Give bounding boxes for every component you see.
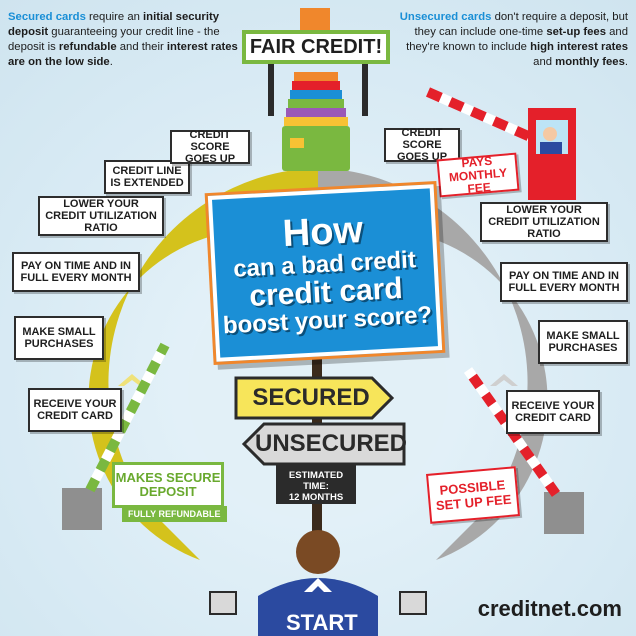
chevron-up-icon: [118, 374, 146, 386]
right-step-small-purchases: Make small purchases: [538, 320, 628, 364]
estimated-time-value: 12 months: [288, 492, 344, 503]
intro-text: and their: [116, 41, 167, 53]
unsecured-road: [318, 168, 548, 560]
intro-text: guaranteeing your credit line - the depo…: [8, 26, 220, 53]
secured-road: [88, 168, 318, 560]
right-step-lower-utilization: Lower your credit utilization ratio: [480, 202, 608, 242]
secured-direction-label: Secured: [252, 384, 370, 411]
intro-text: .: [109, 56, 113, 68]
secured-arrow-icon: [234, 376, 395, 420]
intro-text: .: [624, 56, 628, 68]
intro-text: don't require a deposit, but they can in…: [414, 11, 628, 38]
credit-card-stack-icon: [282, 8, 350, 171]
barrier-gate-top: [425, 87, 576, 200]
left-step-small-purchases: Make small purchases: [14, 316, 104, 360]
intro-bold: monthly fees: [555, 56, 625, 68]
person-icon: [209, 530, 427, 636]
intro-text: and they're known to include: [406, 26, 628, 53]
secured-intro: Secured cards require an initial securit…: [8, 10, 243, 70]
right-step-pay-on-time: Pay on time and in full every month: [500, 262, 628, 302]
barrier-gate-left: [62, 342, 170, 530]
intro-text: and: [533, 56, 556, 68]
unsecured-intro: Unsecured cards don't require a deposit,…: [393, 10, 628, 70]
left-step-lower-utilization: Lower your credit utilization ratio: [38, 196, 164, 236]
secured-cards-heading: Secured cards: [8, 11, 86, 23]
unsecured-arrow-icon: [241, 422, 406, 466]
right-step-receive-card: Receive your credit card: [506, 390, 600, 434]
fully-refundable-tag: Fully refundable: [122, 506, 227, 522]
estimated-time-label: Estimated time:: [288, 470, 344, 492]
fair-credit-sign: FAIR CREDIT!: [242, 30, 390, 64]
brand-logo: creditnet.com: [477, 596, 622, 621]
sign-post: [268, 60, 274, 116]
intro-bold: interest rates are on the low side: [8, 41, 238, 68]
right-step-score-goes-up: Credit score goes up: [384, 127, 460, 163]
intro-bold: set-up fees: [546, 26, 606, 38]
intro-bold: refundable: [58, 41, 117, 53]
left-step-score-goes-up: Credit score goes up: [170, 129, 250, 165]
left-step-credit-line-extended: Credit line is extended: [104, 160, 190, 194]
secure-deposit-sign: Makes secure deposit: [112, 462, 224, 508]
intro-bold: high interest rates: [530, 41, 628, 53]
intro-bold: initial security deposit: [8, 11, 219, 38]
estimated-time: Estimated time: 12 months: [278, 470, 354, 503]
unsecured-direction-label: Unsecured: [255, 430, 408, 457]
chevron-up-icon: [490, 374, 518, 386]
left-step-receive-card: Receive your credit card: [28, 388, 122, 432]
start-label: START: [286, 610, 358, 635]
intro-text: require an: [85, 11, 144, 23]
sign-post: [362, 60, 368, 116]
estimate-board: [276, 462, 356, 504]
unsecured-cards-heading: Unsecured cards: [399, 11, 492, 23]
left-step-pay-on-time: Pay on time and in full every month: [12, 252, 140, 292]
